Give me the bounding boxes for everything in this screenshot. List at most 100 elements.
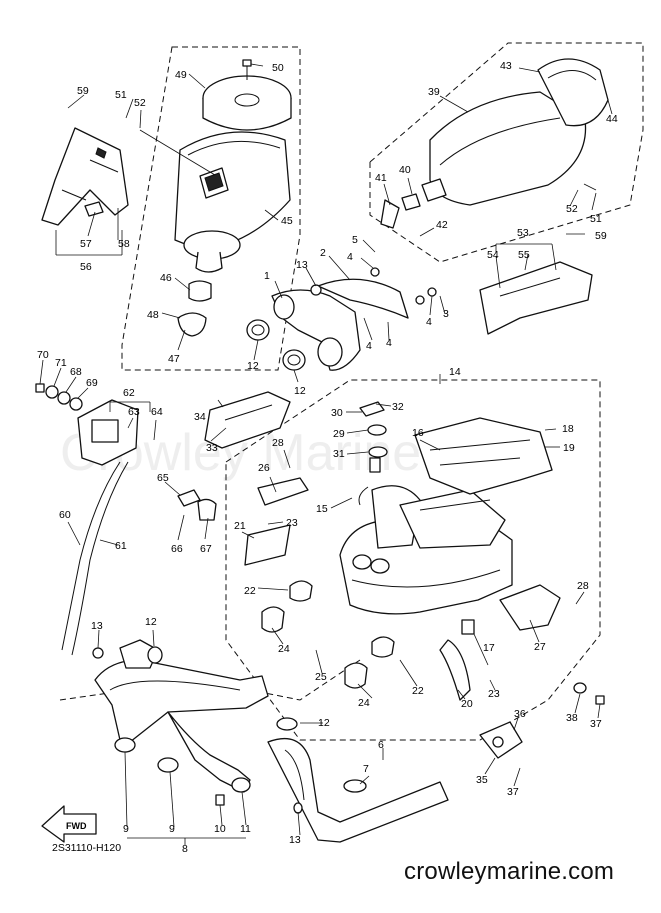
callout-4c: 4: [366, 340, 372, 352]
exhaust-chamber: [244, 401, 561, 701]
callout-53: 53: [517, 227, 529, 239]
callout-2: 2: [320, 247, 326, 259]
callout-13a: 13: [296, 259, 308, 271]
callout-29: 29: [333, 428, 345, 440]
callout-6: 6: [378, 739, 384, 751]
callout-62: 62: [123, 387, 135, 399]
front-heat-guard: [204, 391, 291, 449]
callout-63: 63: [128, 406, 140, 418]
exhaust-servo-and-cables: [35, 383, 217, 656]
callout-18: 18: [562, 423, 574, 435]
callout-55: 55: [518, 249, 530, 261]
callout-51: 51: [115, 89, 127, 101]
callout-51b: 51: [590, 213, 602, 225]
callout-23a: 23: [286, 517, 298, 529]
callout-12a: 12: [247, 360, 259, 372]
callout-12b: 12: [294, 385, 306, 397]
exhaust-chamber-group-outline: [225, 379, 601, 741]
left-heat-shield: [41, 127, 129, 226]
callout-45: 45: [281, 215, 293, 227]
callout-21: 21: [234, 520, 246, 532]
callout-69: 69: [86, 377, 98, 389]
right-heat-shield: [479, 261, 593, 335]
callout-23b: 23: [488, 688, 500, 700]
callout-40: 40: [399, 164, 411, 176]
muffler-right: [380, 58, 609, 229]
callout-46: 46: [160, 272, 172, 284]
callout-1: 1: [264, 270, 270, 282]
callout-9a: 9: [123, 823, 129, 835]
callout-66: 66: [171, 543, 183, 555]
callout-39: 39: [428, 86, 440, 98]
callout-12d: 12: [145, 616, 157, 628]
callout-22a: 22: [244, 585, 256, 597]
callout-4b: 4: [426, 316, 432, 328]
callout-59: 59: [77, 85, 89, 97]
site-url[interactable]: crowleymarine.com: [404, 858, 615, 885]
callout-11: 11: [240, 823, 251, 835]
callout-37b: 37: [507, 786, 519, 798]
callout-58: 58: [118, 238, 130, 250]
callout-68: 68: [70, 366, 82, 378]
callout-20: 20: [461, 698, 473, 710]
callout-5: 5: [352, 234, 358, 246]
callout-28a: 28: [272, 437, 284, 449]
callout-37a: 37: [590, 718, 602, 730]
callout-35: 35: [476, 774, 488, 786]
callout-14: 14: [449, 366, 461, 378]
callout-48: 48: [147, 309, 159, 321]
callout-4d: 4: [386, 337, 392, 349]
callout-24a: 24: [278, 643, 290, 655]
callout-70: 70: [37, 349, 49, 361]
callout-65: 65: [157, 472, 169, 484]
callout-38: 38: [566, 712, 578, 724]
callout-32: 32: [392, 401, 404, 413]
callout-22b: 22: [412, 685, 424, 697]
callout-59b: 59: [595, 230, 607, 242]
callout-7: 7: [363, 763, 369, 775]
callout-13b: 13: [91, 620, 103, 632]
callout-30: 30: [331, 407, 343, 419]
callout-56: 56: [80, 261, 92, 273]
exhaust-header-pipe: [92, 639, 269, 806]
callout-labels: 50 49 51 52 59 45 46 48 47 57 58 56 43 3…: [37, 60, 618, 855]
muffler-group-outline-right: [369, 42, 644, 263]
callout-64: 64: [151, 406, 163, 418]
callout-36: 36: [514, 708, 526, 720]
callout-42: 42: [436, 219, 448, 231]
callout-57: 57: [80, 238, 92, 250]
callout-13c: 13: [289, 834, 301, 846]
callout-17: 17: [483, 642, 495, 654]
callout-31: 31: [333, 448, 345, 460]
callout-61: 61: [115, 540, 127, 552]
callout-3: 3: [443, 308, 449, 320]
callout-8: 8: [182, 843, 188, 855]
svg-text:FWD: FWD: [66, 821, 87, 831]
callout-41: 41: [375, 172, 387, 184]
callout-12c: 12: [318, 717, 330, 729]
callout-67: 67: [200, 543, 212, 555]
callout-28b: 28: [577, 580, 589, 592]
callout-71: 71: [55, 357, 67, 369]
callout-43: 43: [500, 60, 512, 72]
callout-10: 10: [214, 823, 226, 835]
callout-49: 49: [175, 69, 187, 81]
callout-33: 33: [206, 442, 218, 454]
callout-4a: 4: [347, 251, 353, 263]
callout-34: 34: [194, 411, 206, 423]
callout-60: 60: [59, 509, 71, 521]
callout-24b: 24: [358, 697, 370, 709]
callout-16: 16: [412, 427, 424, 439]
callout-27: 27: [534, 641, 546, 653]
rear-header-pipe: [267, 717, 449, 843]
callout-50: 50: [272, 62, 284, 74]
callout-52b: 52: [566, 203, 578, 215]
fwd-arrow-icon: FWD: [41, 805, 97, 843]
callout-44: 44: [606, 113, 618, 125]
callout-26: 26: [258, 462, 270, 474]
rear-bracket: [479, 682, 605, 759]
mid-pipe-joint: [246, 267, 437, 371]
callout-15: 15: [316, 503, 328, 515]
diagram-code: 2S31110-H120: [52, 842, 122, 854]
